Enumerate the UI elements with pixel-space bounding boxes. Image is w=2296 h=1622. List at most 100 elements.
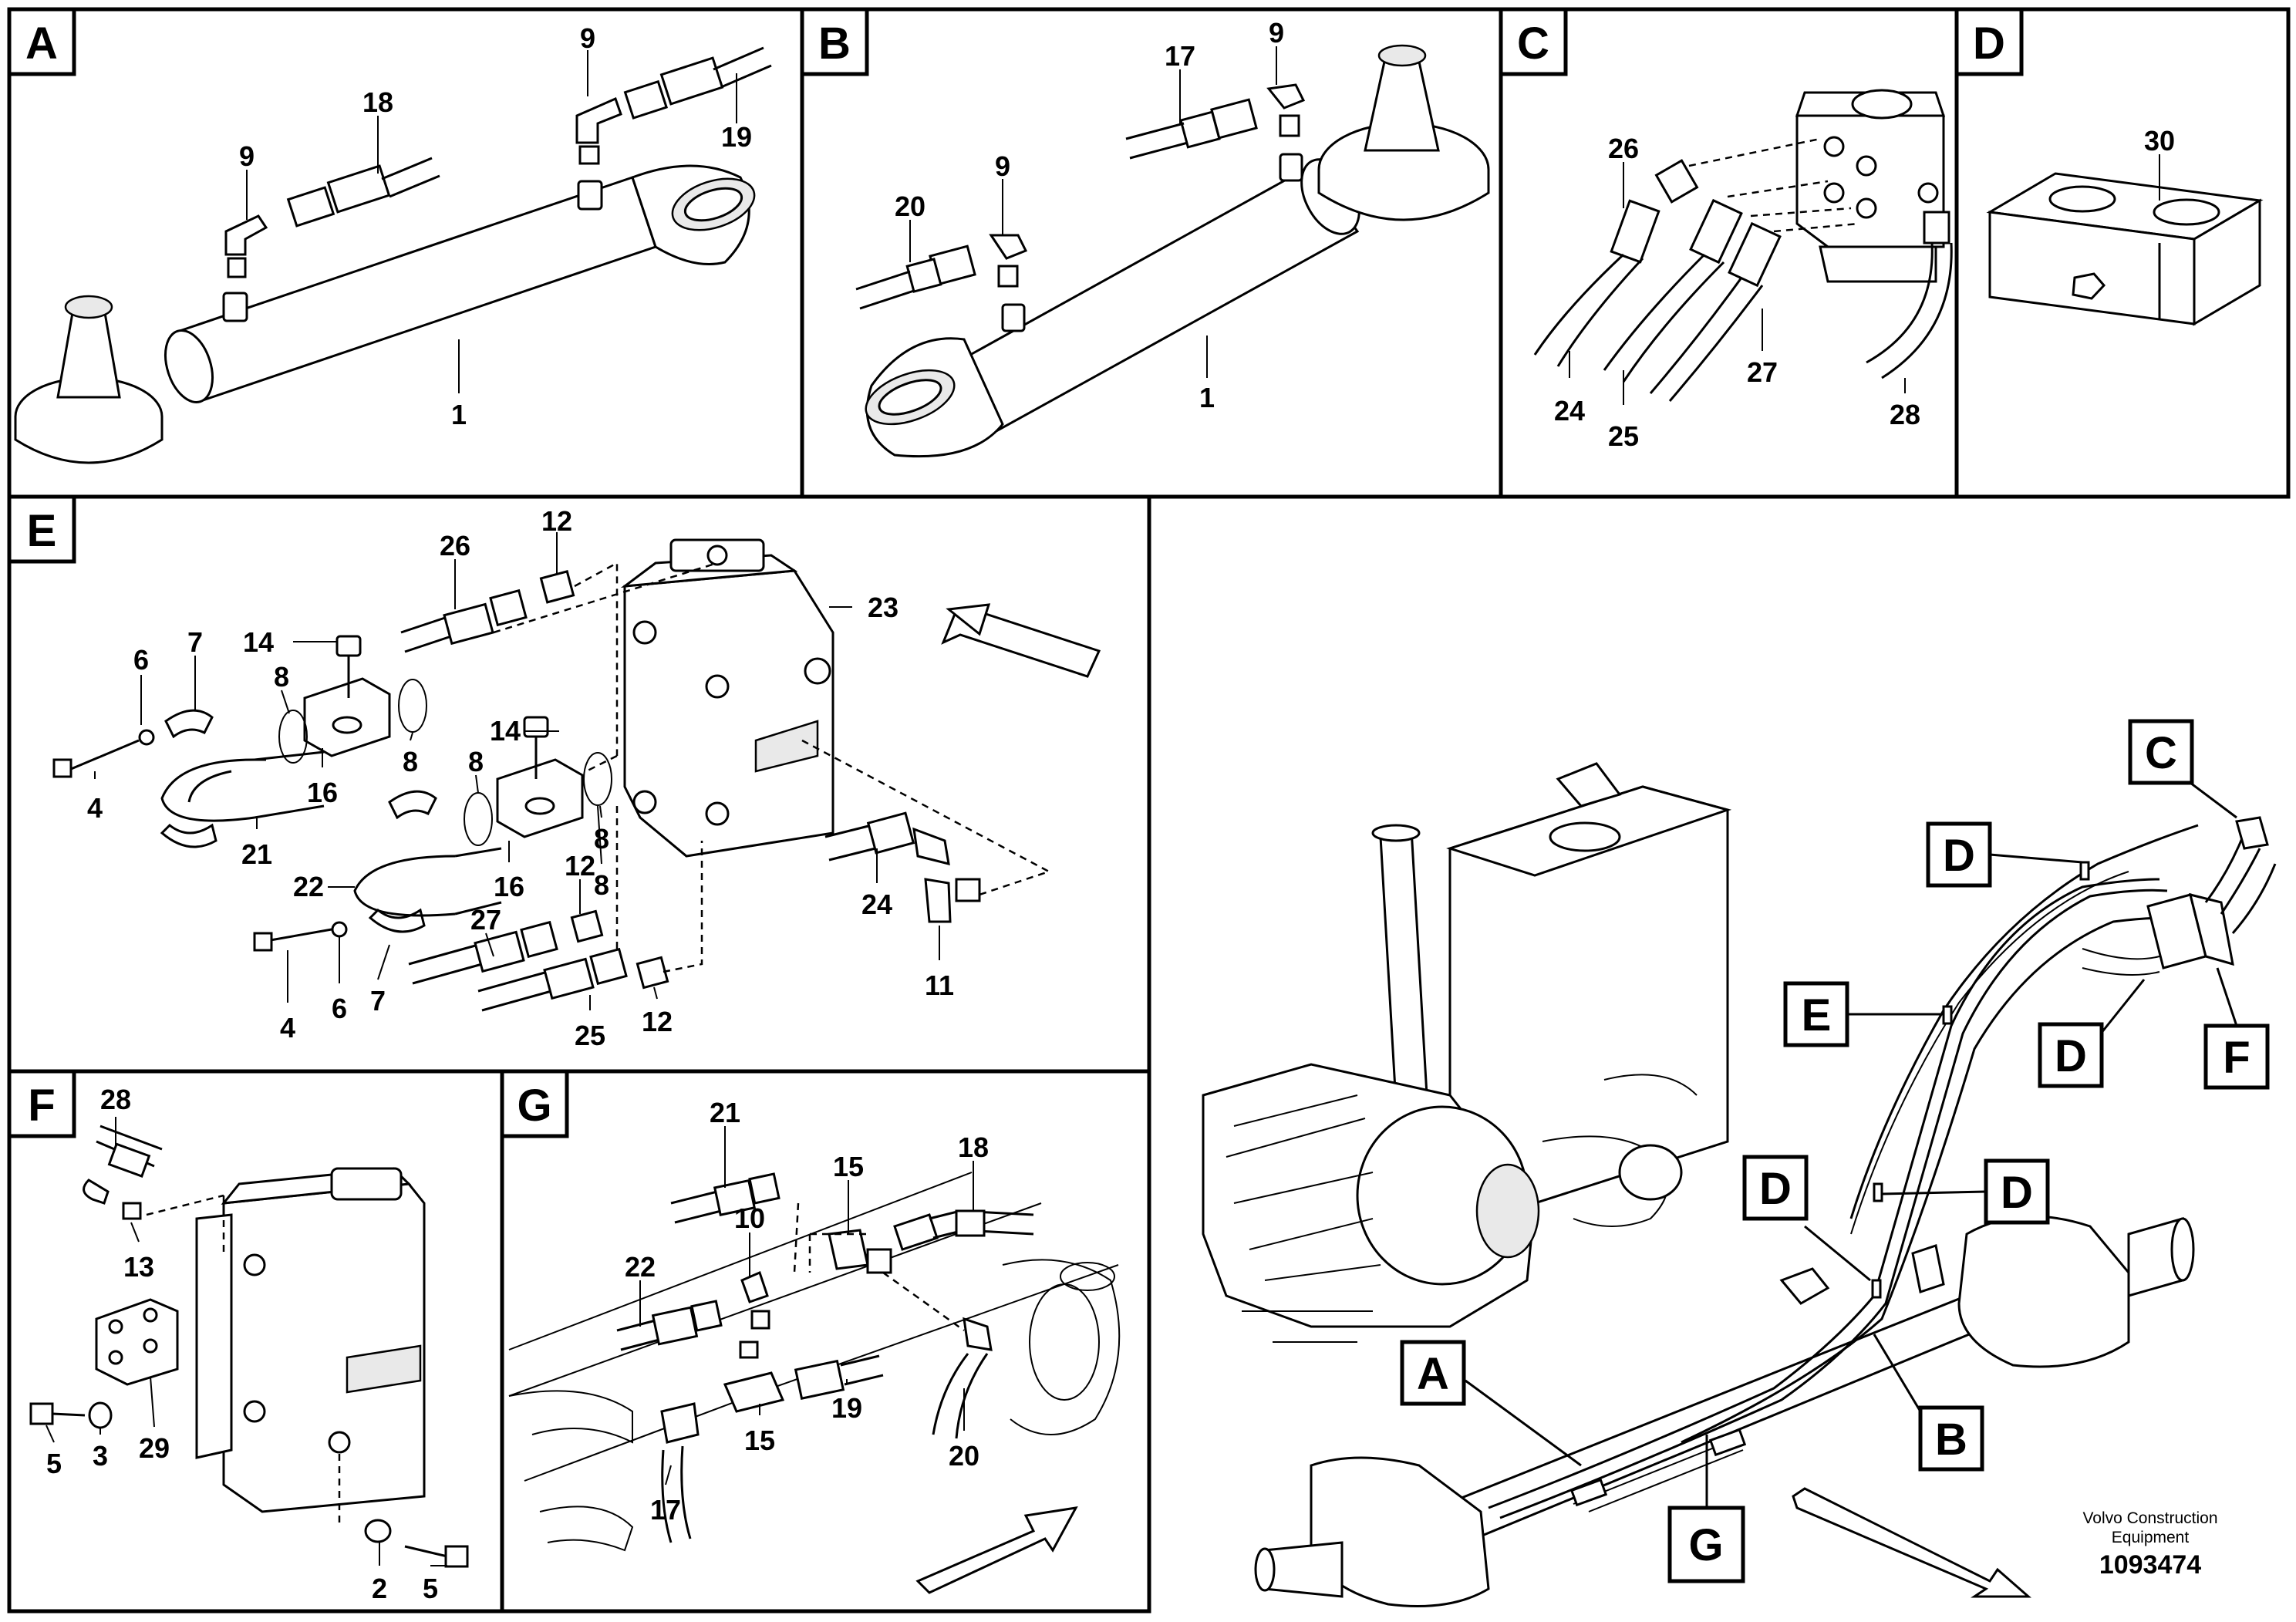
callout-a-1: 1 [451, 399, 467, 430]
callout-f-3: 3 [93, 1440, 108, 1472]
panel-d: D 30 [1954, 7, 2264, 326]
callout-b-20: 20 [895, 191, 925, 222]
panel-g: G [500, 1069, 1121, 1594]
callout-c-24: 24 [1554, 395, 1585, 427]
axle-frame-g [508, 1172, 1121, 1552]
overview-marker-a: A [1417, 1349, 1449, 1399]
overview-marker-d-top: D [1943, 831, 1975, 881]
callout-b-1: 1 [1199, 382, 1215, 413]
callout-e-14-top: 14 [243, 626, 274, 658]
transmission-tank [1202, 762, 1732, 1343]
panel-g-letter: G [517, 1081, 551, 1131]
callout-e-8-upper-right: 8 [403, 746, 418, 777]
panel-frames [7, 7, 2291, 1614]
hoses-g [616, 1172, 1034, 1543]
callout-g-22: 22 [625, 1251, 656, 1283]
callout-e-27: 27 [470, 904, 501, 936]
callout-g-15-top: 15 [833, 1151, 864, 1182]
callout-f-5-right: 5 [423, 1573, 438, 1604]
overview-marker-g: G [1688, 1520, 1723, 1570]
callout-b-17: 17 [1165, 40, 1195, 72]
callout-c-28: 28 [1890, 399, 1920, 430]
fittings-a [224, 46, 772, 278]
credit-company: Volvo Construction [2082, 1509, 2217, 1527]
overview-marker-d-left: D [1759, 1164, 1792, 1214]
panel-e-letter: E [27, 506, 57, 556]
flanges-e [278, 635, 612, 846]
callout-e-26: 26 [440, 530, 470, 561]
callout-e-12-mid: 12 [565, 850, 595, 882]
parts-f [29, 1125, 469, 1568]
panel-f: F [7, 1069, 469, 1604]
overview-marker-f: D [2055, 1031, 2087, 1081]
callout-e-4-bottom: 4 [280, 1012, 295, 1044]
callout-b-9-top: 9 [1269, 17, 1284, 49]
callout-a-9-right: 9 [580, 22, 595, 54]
callouts-a: 18 9 9 19 1 [239, 22, 752, 430]
callouts-f: 28 13 29 5 3 2 5 [46, 1084, 447, 1604]
callout-e-22: 22 [293, 871, 324, 902]
hoses-e [400, 570, 981, 1012]
flow-arrow-overview [1792, 1487, 2031, 1598]
flow-arrow-e [941, 603, 1101, 678]
overview-markers: C D D F E D D B A [1400, 719, 2270, 1583]
callout-e-14-mid: 14 [490, 715, 521, 747]
overview-marker-c: C [2145, 728, 2177, 778]
callout-g-17: 17 [650, 1494, 681, 1526]
overview-marker-e: F [2223, 1033, 2250, 1083]
callout-c-25: 25 [1608, 420, 1639, 452]
callout-e-16-top: 16 [307, 777, 338, 808]
callout-e-7-bottom: 7 [370, 985, 386, 1017]
callout-d-30: 30 [2144, 125, 2175, 157]
callout-e-8-lower-left: 8 [468, 746, 484, 777]
callout-c-27: 27 [1747, 356, 1778, 388]
callout-e-23: 23 [868, 592, 899, 623]
callouts-c: 26 24 25 27 28 [1554, 133, 1920, 452]
callout-e-12-top: 12 [541, 505, 572, 537]
flow-arrow-g [915, 1506, 1078, 1594]
callout-e-16-mid: 16 [494, 871, 524, 902]
callout-e-12-bottom: 12 [642, 1006, 673, 1037]
callout-e-6-top: 6 [133, 644, 149, 676]
callout-g-18: 18 [958, 1131, 989, 1163]
machine-overview: C D D F E D D B A [1202, 719, 2277, 1607]
callout-g-10: 10 [734, 1202, 765, 1234]
panel-e: E [7, 494, 1101, 1051]
callout-e-6-bottom: 6 [332, 993, 347, 1024]
callout-a-18: 18 [362, 86, 393, 118]
panel-b: B 17 [800, 7, 1490, 458]
panel-c: C 26 24 [1499, 7, 1953, 452]
callouts-b: 17 9 20 9 1 [895, 17, 1284, 413]
callout-g-15-bottom: 15 [744, 1425, 775, 1456]
panel-b-letter: B [818, 19, 851, 69]
callouts-e: 26 12 23 14 6 7 8 16 8 4 21 14 8 [87, 505, 954, 1051]
callout-f-13: 13 [123, 1251, 154, 1283]
overview-marker-d-right: D [2001, 1168, 2033, 1218]
steering-valve-c [1795, 89, 1946, 283]
priority-valve-e [620, 538, 834, 858]
callout-a-19: 19 [721, 121, 752, 153]
priority-valve-f [195, 1167, 426, 1513]
callout-g-19: 19 [831, 1392, 862, 1424]
dashed-connections-e [493, 561, 1052, 973]
callout-e-8-lower-right: 8 [594, 823, 609, 855]
callout-e-21: 21 [241, 838, 272, 870]
panel-a-letter: A [25, 19, 58, 69]
clamp-block-d [1986, 172, 2264, 326]
credit-number: 1093474 [2099, 1550, 2201, 1580]
callout-f-5-left: 5 [46, 1448, 62, 1479]
callout-b-9-mid: 9 [995, 150, 1010, 182]
callout-e-8-mid: 8 [594, 869, 609, 901]
callouts-d: 30 [2144, 125, 2175, 201]
callout-g-20: 20 [949, 1440, 979, 1472]
callout-g-21: 21 [710, 1097, 740, 1128]
callout-f-29: 29 [139, 1432, 170, 1464]
panel-d-letter: D [1973, 19, 2005, 69]
callout-e-4-top: 4 [87, 792, 103, 824]
callout-c-26: 26 [1608, 133, 1639, 164]
callout-e-11: 11 [925, 969, 954, 1001]
credit-company-line2: Equipment [2112, 1529, 2190, 1546]
steering-cylinder-a [14, 164, 756, 464]
callout-f-2: 2 [372, 1573, 387, 1604]
